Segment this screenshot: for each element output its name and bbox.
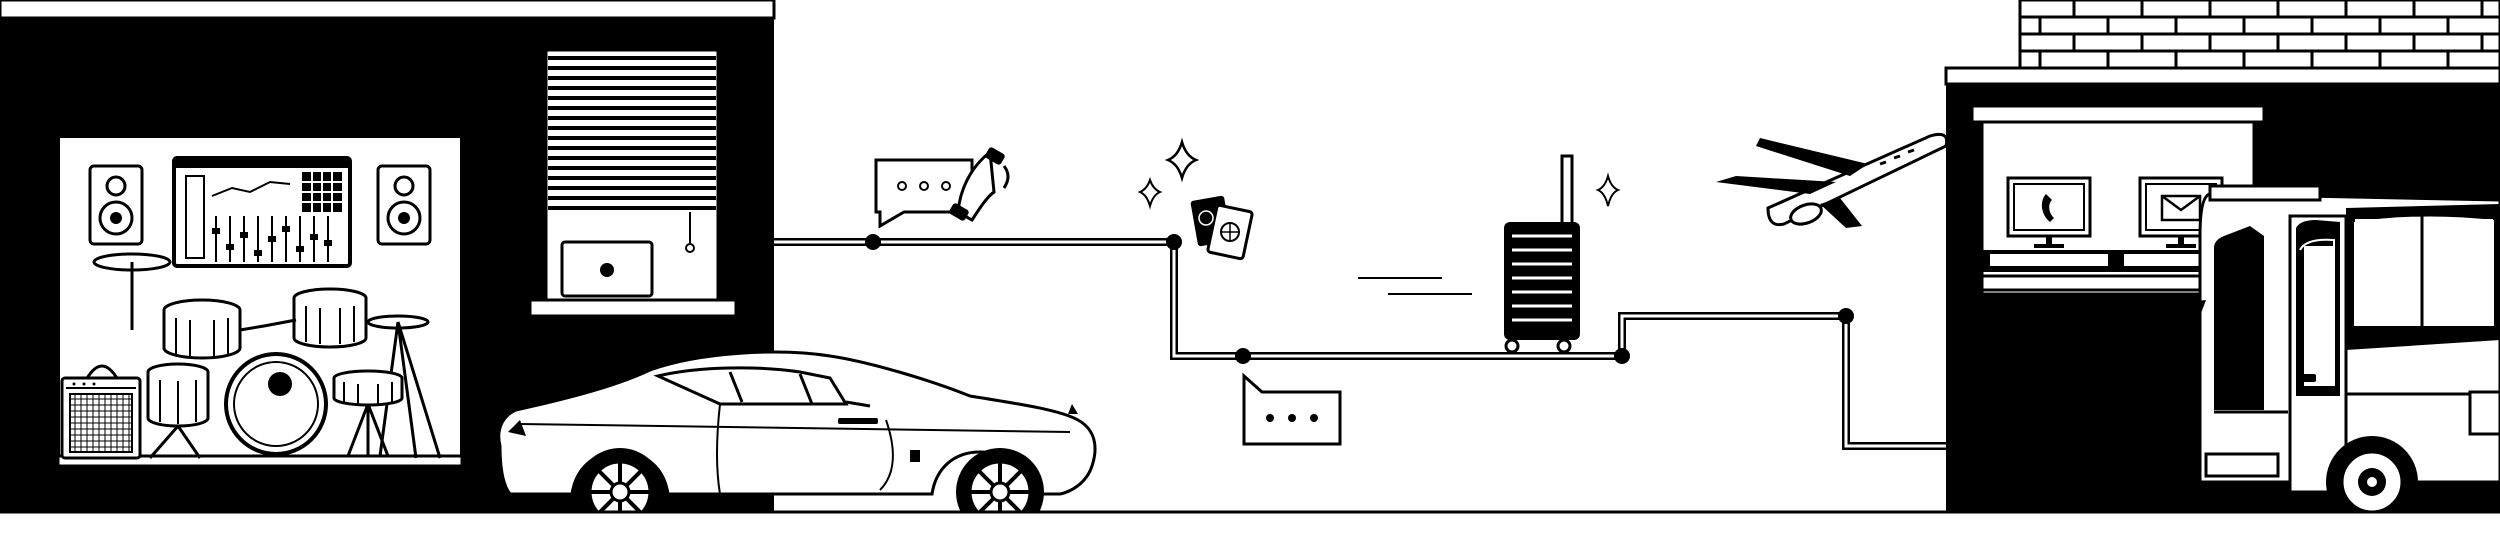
sparkle-icon: [1595, 172, 1621, 207]
office-window: [528, 48, 738, 318]
sparkle-icon: [1137, 176, 1163, 210]
speed-lines: [1358, 277, 1472, 295]
suitcase-icon: [1504, 154, 1580, 354]
window-blinds-icon: [548, 56, 716, 210]
laptop-icon: [560, 240, 654, 298]
sparkle-icon: [1164, 137, 1200, 183]
path-node: [1235, 348, 1251, 364]
bus-icon: [2186, 184, 2500, 528]
airplane-icon: [1716, 132, 1949, 228]
brick-wall-icon: [2018, 0, 2500, 74]
guitar-amplifier-icon: [60, 364, 142, 460]
speaker-icon: [376, 164, 432, 246]
right-building-cornice: [1944, 66, 2500, 86]
path-node: [1838, 308, 1854, 324]
studio-window: [56, 134, 464, 468]
cymbal-icon: [366, 314, 442, 459]
passport-icon: [1190, 195, 1254, 261]
monitor-phone-icon: [2006, 176, 2092, 248]
chat-bubble-icon: [1242, 372, 1342, 446]
telephone-handset-icon: [949, 147, 1010, 222]
mixing-console-icon: [172, 156, 352, 268]
path-node: [1614, 348, 1630, 364]
path-node: [1166, 234, 1182, 250]
path-node: [865, 234, 881, 250]
connection-path-inner: [774, 240, 1948, 448]
drum-kit-icon: [146, 287, 404, 459]
path-nodes: [865, 234, 1854, 364]
cymbal-icon: [92, 252, 172, 330]
right-building: [1944, 0, 2500, 528]
left-building-roof: [0, 0, 776, 20]
bus-wheel: [2326, 436, 2418, 528]
ground-strip: [0, 512, 2500, 543]
chat-bubble-icon: [874, 158, 974, 229]
speaker-icon: [88, 164, 144, 246]
luxury-car-icon: [497, 350, 1097, 536]
